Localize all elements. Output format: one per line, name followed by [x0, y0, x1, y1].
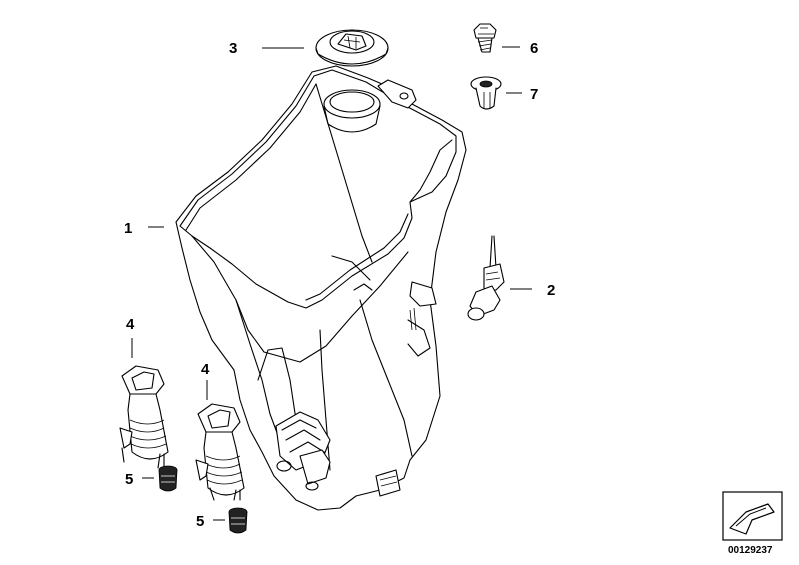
washer-pump-right [195, 403, 245, 501]
callout-4-right: 4 [201, 361, 210, 378]
callout-5-left: 5 [125, 471, 133, 488]
callout-4-left: 4 [126, 316, 135, 333]
callout-2: 2 [547, 282, 555, 299]
leader-lines [131, 46, 532, 521]
grommet-left [158, 465, 178, 492]
grommet-right [228, 507, 248, 534]
washer-fluid-reservoir [175, 65, 467, 511]
washer-pump-left [119, 365, 169, 469]
callout-5-right: 5 [196, 513, 204, 530]
document-number: 00129237 [728, 545, 773, 556]
callout-3: 3 [229, 40, 237, 57]
callout-1: 1 [124, 220, 132, 237]
callout-6: 6 [530, 40, 538, 57]
catalog-symbol [722, 491, 783, 541]
arrow-icon [729, 503, 775, 535]
level-sensor [467, 235, 505, 321]
expanding-nut [470, 76, 502, 110]
screw [473, 23, 497, 53]
filler-cap [315, 29, 389, 67]
callout-7: 7 [530, 86, 538, 103]
